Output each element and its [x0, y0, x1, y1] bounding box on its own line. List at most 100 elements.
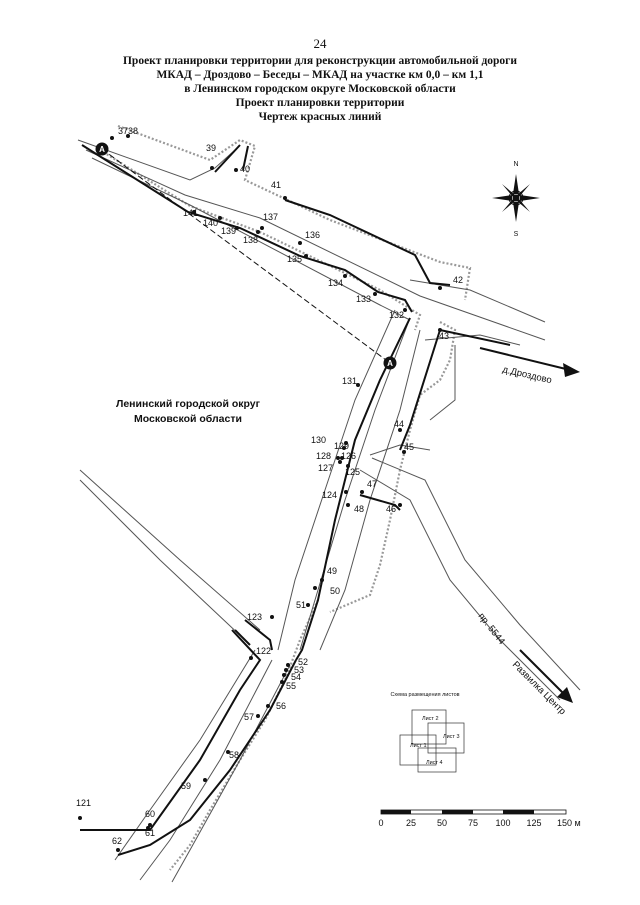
- point-label-135: 135: [287, 254, 302, 264]
- point-label-44: 44: [394, 419, 404, 429]
- section-marker-start: [95, 142, 109, 156]
- section-line: А А: [95, 142, 397, 370]
- label-drozdovo: д.Дроздово: [501, 364, 552, 386]
- arrow-drozdovo: д.Дроздово: [479, 347, 580, 386]
- point-label-140: 140: [203, 218, 218, 228]
- point-dot-37: [110, 136, 114, 140]
- point-label-47: 47: [367, 479, 377, 489]
- point-dot-134: [343, 274, 347, 278]
- point-label-49: 49: [327, 566, 337, 576]
- point-label-52: 52: [298, 657, 308, 667]
- point-label-132: 132: [389, 310, 404, 320]
- scale-tick-label: 75: [468, 818, 478, 828]
- point-label-37: 37: [118, 126, 128, 136]
- point-label-128: 128: [316, 451, 331, 461]
- point-label-60: 60: [145, 809, 155, 819]
- point-label-129: 129: [334, 441, 349, 451]
- point-label-50: 50: [330, 586, 340, 596]
- point-dot-58: [226, 750, 230, 754]
- point-dot-135: [304, 254, 308, 258]
- section-marker-end: [383, 356, 397, 370]
- point-dot-53: [284, 668, 288, 672]
- point-dot-42: [438, 286, 442, 290]
- point-label-137: 137: [263, 212, 278, 222]
- point-label-55: 55: [286, 681, 296, 691]
- point-dot-45: [402, 450, 406, 454]
- section-marker-label-2: А: [387, 359, 393, 368]
- point-label-46: 46: [386, 504, 396, 514]
- planning-boundary: [99, 124, 472, 871]
- compass-south: S: [514, 231, 519, 238]
- point-label-38: 38: [128, 126, 138, 136]
- compass-rose: N S: [492, 161, 540, 238]
- road-edges: [77, 139, 581, 883]
- sheet-1: Лист 1: [410, 743, 427, 749]
- point-label-43: 43: [439, 331, 449, 341]
- point-dot-61: [146, 826, 150, 830]
- point-label-56: 56: [276, 701, 286, 711]
- district-label-2: Московской области: [134, 413, 242, 425]
- district-label-1: Ленинский городской округ: [116, 398, 261, 410]
- point-label-48: 48: [354, 504, 364, 514]
- point-dot-122: [249, 656, 253, 660]
- scale-tick-label: 50: [437, 818, 447, 828]
- point-dot-38: [126, 134, 130, 138]
- point-label-39: 39: [206, 143, 216, 153]
- point-dot-133: [373, 292, 377, 296]
- point-label-40: 40: [240, 164, 250, 174]
- point-dot-132: [403, 308, 407, 312]
- point-label-59: 59: [181, 781, 191, 791]
- point-label-134: 134: [328, 278, 343, 288]
- scale-tick-label: 0: [378, 818, 383, 828]
- point-dot-50: [313, 586, 317, 590]
- point-dot-62: [116, 848, 120, 852]
- point-label-54: 54: [291, 672, 301, 682]
- point-label-138: 138: [243, 235, 258, 245]
- scale-tick-label: 125: [526, 818, 541, 828]
- point-dot-54: [282, 673, 286, 677]
- title-line-2: МКАД – Дроздово – Беседы – МКАД на участ…: [156, 69, 484, 81]
- sheet-scheme: Схема размещения листов Лист 1 Лист 2 Ли…: [390, 692, 465, 773]
- point-dot-137: [260, 226, 264, 230]
- point-dot-44: [398, 428, 402, 432]
- point-dot-121: [78, 816, 82, 820]
- label-proezd: пр. 5544: [476, 611, 507, 647]
- point-label-57: 57: [244, 712, 254, 722]
- page-number: 24: [313, 36, 327, 51]
- point-label-122: 122: [256, 646, 271, 656]
- point-dot-56: [266, 704, 270, 708]
- sheet-3: Лист 3: [443, 734, 460, 740]
- title-line-4: Проект планировки территории: [235, 97, 405, 109]
- point-dot-129: [342, 446, 346, 450]
- sheet-scheme-title: Схема размещения листов: [390, 692, 459, 698]
- point-dot-127: [338, 460, 342, 464]
- point-label-125: 125: [345, 467, 360, 477]
- point-label-58: 58: [229, 750, 239, 760]
- point-label-121: 121: [76, 798, 91, 808]
- title-line-1: Проект планировки территории для реконст…: [122, 55, 518, 67]
- point-dot-139: [235, 226, 239, 230]
- point-label-41: 41: [271, 180, 281, 190]
- point-dot-41: [283, 196, 287, 200]
- point-dot-140: [218, 216, 222, 220]
- point-dot-124: [344, 490, 348, 494]
- sheet-2: Лист 2: [422, 716, 439, 722]
- point-label-61: 61: [145, 828, 155, 838]
- point-label-130: 130: [311, 435, 326, 445]
- point-label-45: 45: [404, 442, 414, 452]
- point-dots: [78, 134, 442, 852]
- point-dot-47: [360, 490, 364, 494]
- arrow-razvilka: Развилка Центр: [510, 649, 573, 717]
- point-label-42: 42: [453, 275, 463, 285]
- compass-icon: [492, 174, 540, 222]
- point-dot-39: [210, 166, 214, 170]
- point-dot-131: [356, 383, 360, 387]
- point-label-131: 131: [342, 376, 357, 386]
- point-dot-48: [346, 503, 350, 507]
- point-label-124: 124: [322, 490, 337, 500]
- point-dot-141: [192, 210, 196, 214]
- scale-tick-label: 100: [495, 818, 510, 828]
- point-dot-128: [336, 456, 340, 460]
